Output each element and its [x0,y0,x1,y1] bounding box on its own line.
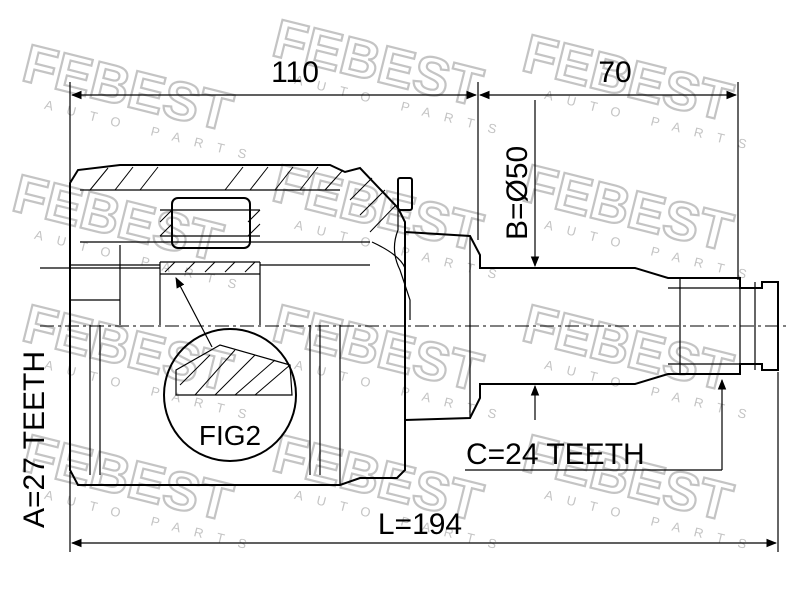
watermark-6: FEBEST AUTO PARTS [516,152,762,285]
watermark-9: FEBEST AUTO PARTS [516,292,762,425]
flange-ring [397,177,413,211]
dimension-diameter-b: B=Ø50 [501,100,540,420]
watermark-4: FEBEST AUTO PARTS [6,162,252,295]
fig2-leader-arrow [175,277,213,348]
roller-element [171,197,251,249]
housing-hatching [89,166,396,273]
watermark-7: FEBEST AUTO PARTS [16,292,262,425]
fig2-callout: FIG2 [163,277,297,462]
dimension-teeth-c-label: C=24 TEETH [466,438,645,471]
dimension-teeth-a-label: A=27 TEETH [18,351,51,528]
cv-joint-housing [69,164,413,486]
fig2-label: FIG2 [199,420,261,451]
watermark-1: FEBEST AUTO PARTS [16,32,262,165]
watermark-8: FEBEST AUTO PARTS [266,292,512,425]
dimension-total-length-label: L=194 [378,508,462,541]
dimension-70: 70 [478,56,739,280]
dimension-110: 110 [69,56,479,240]
dimension-total-length: L=194 [69,372,779,552]
shaft [404,231,779,421]
dimension-110-label: 110 [271,56,319,89]
dimension-diameter-b-label: B=Ø50 [501,146,534,240]
dimension-teeth-a: A=27 TEETH [18,267,160,528]
watermark-3: FEBEST AUTO PARTS [516,22,762,155]
dimension-70-label: 70 [598,56,631,89]
dimension-teeth-c: C=24 TEETH [465,378,727,471]
